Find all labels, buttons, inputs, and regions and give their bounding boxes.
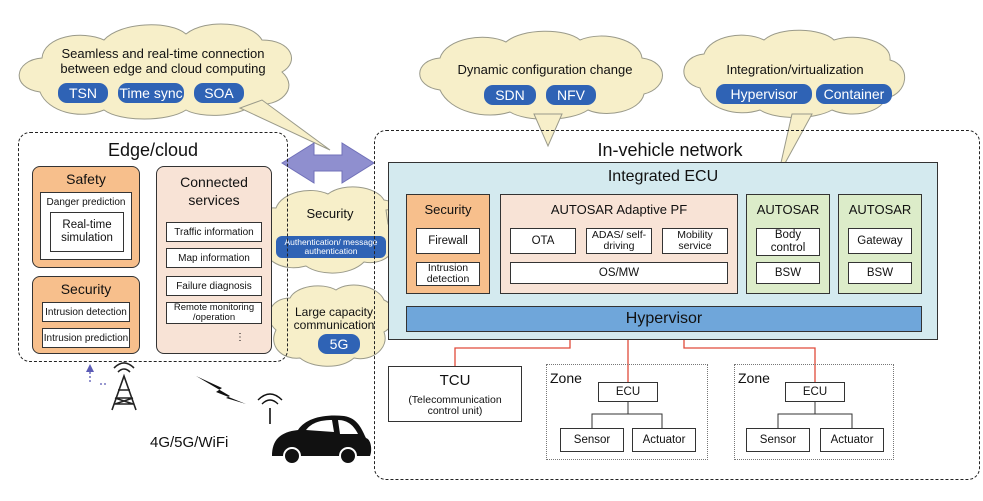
zone-2-title: Zone (738, 370, 770, 386)
more-items-indicator: ⋮ (235, 331, 245, 343)
body-control-box: Body control (756, 228, 820, 256)
ecu-intrusion-detection-box: Intrusion detection (416, 262, 480, 286)
gateway-box: Gateway (848, 228, 912, 254)
hypervisor-links (454, 332, 816, 384)
cloud-integration-text: Integration/virtualization (726, 62, 864, 77)
zone-1-ecu-box: ECU (598, 382, 658, 402)
soa-pill: SOA (194, 83, 244, 103)
zone-1-region (546, 364, 708, 460)
cloud-dynamic-text: Dynamic configuration change (457, 62, 633, 77)
sdn-pill: SDN (484, 85, 536, 105)
os-mw-box: OS/MW (510, 262, 728, 284)
tower-link-arrowhead (86, 364, 94, 372)
autosar-body-title: AUTOSAR (756, 201, 820, 217)
tcu-title: TCU (439, 371, 471, 389)
hypervisor-bar: Hypervisor (406, 306, 922, 332)
mobility-service-box: Mobility service (662, 228, 728, 254)
wireless-label: 4G/5G/WiFi (150, 434, 229, 451)
adas-box: ADAS/ self-driving (586, 228, 652, 254)
zone-links (591, 400, 853, 428)
authentication-pill: Authentication/ message authentication (276, 236, 386, 258)
autosar-gateway-title: AUTOSAR (848, 201, 912, 217)
connected-services-title: Connected services (180, 174, 248, 208)
realtime-simulation-box: Real-time simulation (50, 212, 124, 252)
cloud-dynamic-shape (419, 30, 663, 120)
failure-diagnosis-box: Failure diagnosis (166, 276, 262, 296)
cloud-security-text: Security (306, 206, 354, 221)
tcu-box (388, 366, 522, 422)
nfv-pill: NFV (546, 85, 596, 105)
edge-cloud-region (18, 132, 288, 362)
safety-title: Safety (66, 171, 106, 187)
bsw-box-1: BSW (756, 262, 820, 284)
remote-monitoring-box: Remote monitoring /operation (166, 302, 262, 324)
cloud-edge-link-text: Seamless and real-time connection betwee… (60, 46, 266, 76)
map-information-box: Map information (166, 248, 262, 268)
firewall-box: Firewall (416, 228, 480, 254)
intrusion-detection-box: Intrusion detection (42, 302, 130, 322)
intrusion-prediction-box: Intrusion prediction (42, 328, 130, 348)
cloud-capacity-text: Large capacity communication (293, 305, 375, 332)
in-vehicle-title: In-vehicle network (597, 139, 743, 160)
danger-prediction-label: Danger prediction (46, 196, 126, 208)
bsw-box-2: BSW (848, 262, 912, 284)
zone-2-ecu-box: ECU (785, 382, 845, 402)
cloud-edge-link-tail (238, 99, 331, 151)
autosar-adaptive-title: AUTOSAR Adaptive PF (550, 201, 688, 217)
cloud-integration-tail (777, 113, 813, 177)
traffic-information-box: Traffic information (166, 222, 262, 242)
5g-pill: 5G (318, 334, 360, 354)
zone-2-region (734, 364, 894, 460)
ecu-security-title: Security (424, 201, 472, 217)
tsn-pill: TSN (58, 83, 108, 103)
integrated-ecu-title: Integrated ECU (607, 168, 719, 185)
zone-2-actuator-box: Actuator (820, 428, 884, 452)
car-icon (257, 393, 372, 465)
ota-box: OTA (510, 228, 576, 254)
edge-cloud-title: Edge/cloud (107, 139, 199, 160)
zone-1-sensor-box: Sensor (560, 428, 624, 452)
tcu-subtitle: (Telecommunication control unit) (408, 394, 502, 417)
container-pill: Container (816, 84, 892, 104)
zone-1-actuator-box: Actuator (632, 428, 696, 452)
zone-1-title: Zone (550, 370, 582, 386)
edge-security-title: Security (60, 281, 112, 297)
time-sync-pill: Time sync (118, 83, 184, 103)
hypervisor-pill: Hypervisor (716, 84, 812, 104)
lightning-icon (196, 376, 246, 404)
zone-2-sensor-box: Sensor (746, 428, 810, 452)
in-vehicle-region (374, 130, 980, 480)
cell-tower-icon (111, 362, 137, 411)
